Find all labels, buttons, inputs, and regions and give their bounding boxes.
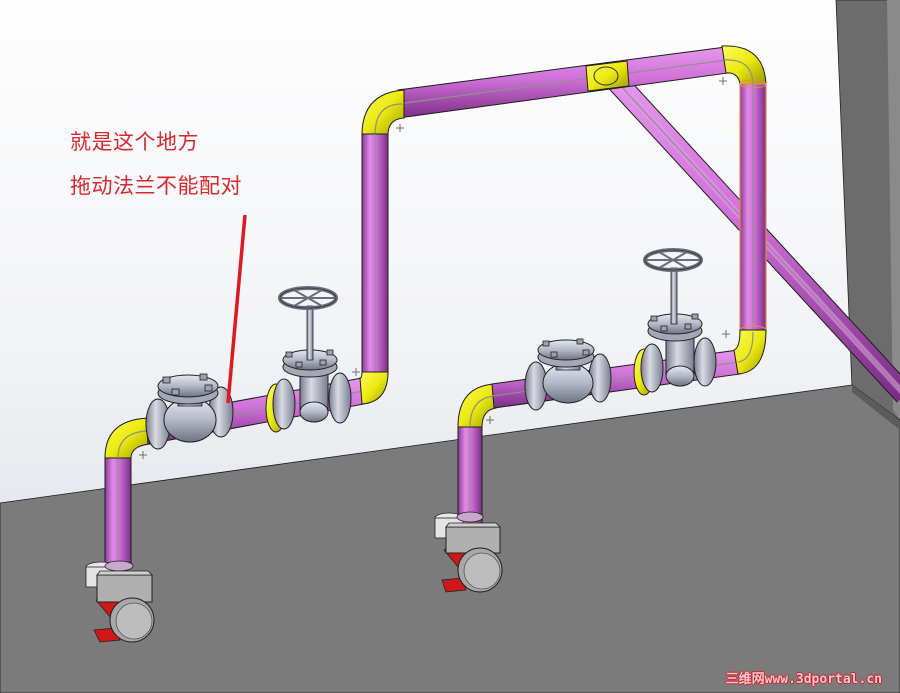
overhead-elbow-left[interactable]: [361, 89, 405, 136]
right-pump[interactable]: [434, 511, 503, 593]
overhead-tee[interactable]: [585, 60, 630, 92]
right-tall-riser-selected[interactable]: [739, 79, 767, 335]
right-check-valve[interactable]: [524, 338, 612, 411]
right-wall-face: [887, 0, 900, 420]
annotation-line-2: 拖动法兰不能配对: [70, 174, 242, 198]
sketch-points: [139, 77, 730, 459]
right-upper-elbow[interactable]: [733, 329, 767, 375]
floor-edge-right: [852, 385, 900, 430]
right-gate-valve[interactable]: [640, 248, 717, 393]
right-wall: [835, 0, 900, 421]
left-check-valve[interactable]: [145, 373, 234, 450]
left-tall-riser[interactable]: [361, 133, 389, 375]
left-lower-riser[interactable]: [104, 457, 132, 569]
watermark: 三维网www.3dportal.cn: [725, 672, 882, 687]
left-pump[interactable]: [85, 560, 155, 643]
annotation-line-1: 就是这个地方: [70, 130, 199, 154]
right-lower-riser[interactable]: [457, 426, 483, 526]
annotation-leader-line: [226, 214, 247, 404]
left-gate-valve[interactable]: [272, 286, 352, 430]
left-upper-elbow[interactable]: [359, 371, 389, 405]
